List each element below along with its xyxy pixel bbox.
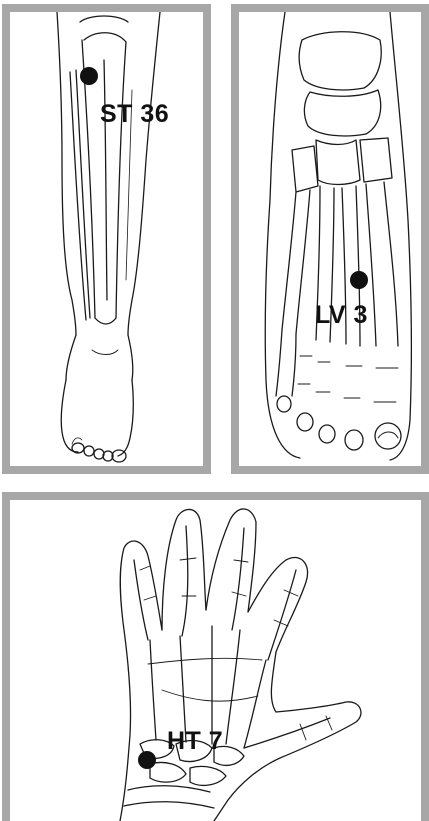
ht7-label: HT 7 [167, 729, 223, 754]
foot-illustration [239, 12, 421, 466]
talus-bone [299, 32, 381, 90]
lv3-label: LV 3 [315, 303, 368, 328]
leg-outline-left [57, 12, 76, 335]
leg-outline-right [128, 12, 160, 335]
metacarpal-5 [150, 640, 156, 740]
st36-label: ST 36 [100, 102, 169, 127]
foot-outline-right [390, 12, 411, 460]
foot-outline [61, 380, 78, 452]
foot-outline-left [265, 12, 300, 458]
foot-panel [231, 4, 429, 474]
leg-illustration [10, 12, 203, 466]
metatarsal-1 [282, 192, 296, 330]
tibia-bone [82, 40, 95, 318]
leg-panel [2, 4, 211, 474]
hand-illustration [10, 500, 429, 821]
hand-outline-pinky-side [120, 541, 162, 821]
hand-outline-thumb-side [214, 652, 361, 821]
hand-panel [2, 492, 429, 821]
